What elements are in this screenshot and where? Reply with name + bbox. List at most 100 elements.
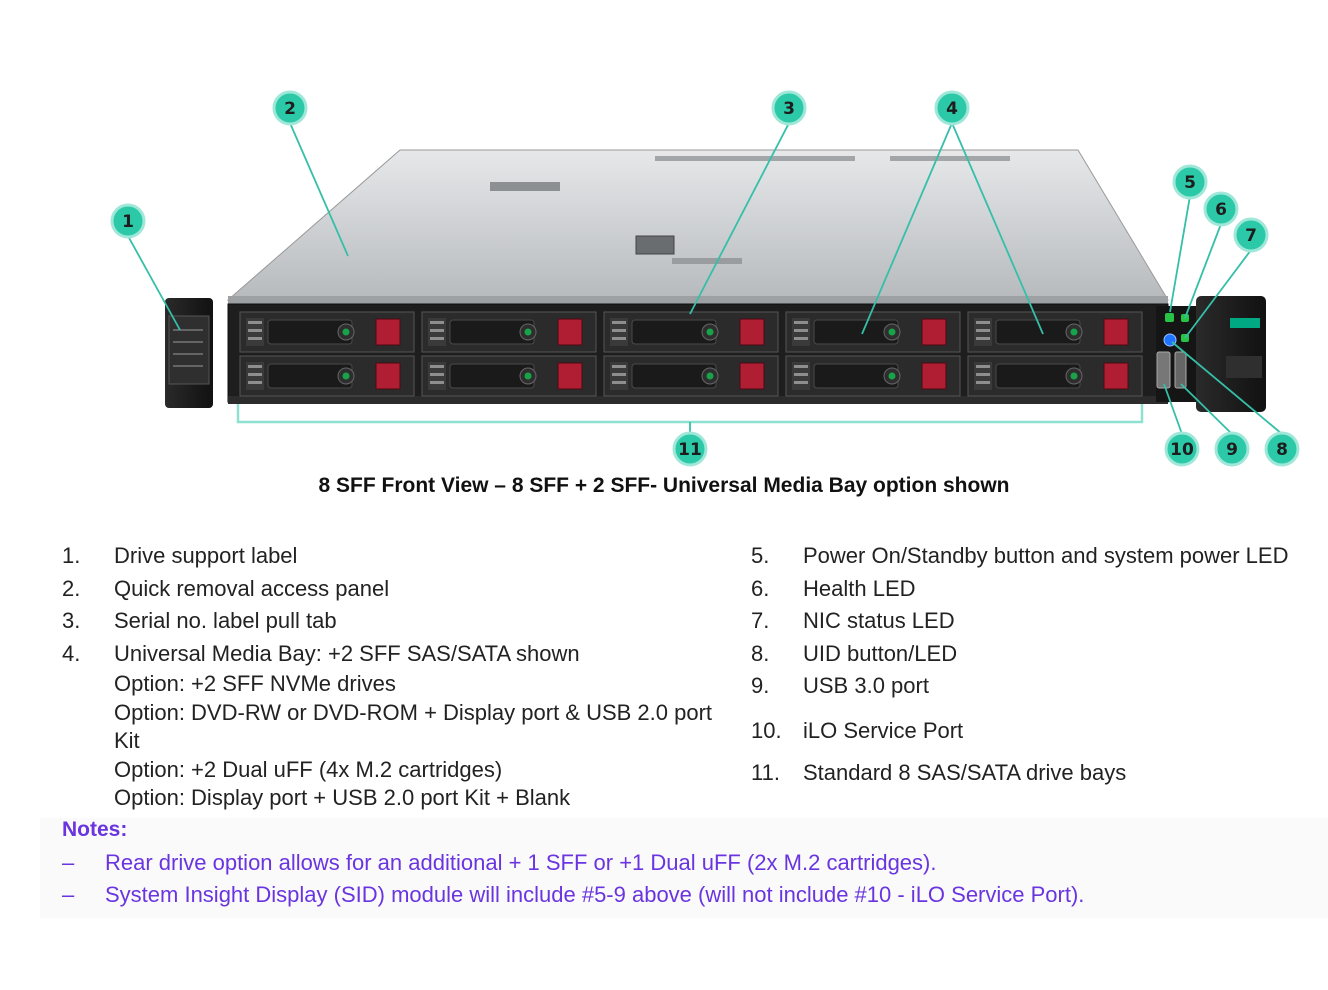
hpe-logo (1230, 318, 1260, 328)
power-button-icon (1165, 313, 1174, 322)
legend-item: 5. Power On/Standby button and system po… (751, 540, 1321, 573)
legend-text: iLO Service Port (803, 717, 964, 743)
legend-number: 10. (751, 717, 782, 743)
callout-number: 7 (1245, 226, 1257, 246)
legend-list-left: 1. Drive support label 2. Quick removal … (62, 540, 722, 813)
notes-title: Notes: (62, 818, 128, 841)
legend-option: Option: DVD-RW or DVD-ROM + Display port… (114, 699, 713, 725)
access-panel (226, 149, 1169, 301)
callout-number: 10 (1170, 440, 1194, 460)
legend-item: 10. iLO Service Port (751, 715, 1321, 748)
legend-number: 11. (751, 760, 780, 785)
drive-bay[interactable] (785, 311, 961, 353)
callout-10: 10 (1164, 431, 1200, 467)
callout-number: 8 (1276, 440, 1288, 460)
notes-section: Notes: – Rear drive option allows for an … (40, 818, 1328, 918)
callout-6: 6 (1203, 191, 1239, 227)
legend-text: USB 3.0 port (803, 673, 929, 698)
right-rack-ear (1196, 296, 1266, 412)
legend-text: Health LED (803, 575, 916, 601)
callout-number: 1 (122, 212, 134, 232)
usb-3-port[interactable] (1174, 351, 1187, 389)
note-text: Rear drive option allows for an addition… (105, 850, 937, 875)
drive-bay[interactable] (239, 311, 415, 353)
callout-11: 11 (672, 431, 708, 467)
legend-text: Serial no. label pull tab (114, 608, 337, 633)
drive-bay[interactable] (603, 311, 779, 353)
ilo-service-port[interactable] (1156, 351, 1171, 389)
legend-number: 4. (62, 640, 81, 666)
note-item: – Rear drive option allows for an additio… (62, 850, 936, 876)
legend-item: 2. Quick removal access panel (62, 573, 722, 606)
legend-item: 4. Universal Media Bay: +2 SFF SAS/SATA … (62, 638, 722, 813)
top-vent (890, 156, 1010, 161)
note-item: – System Insight Display (SID) module wil… (62, 882, 1084, 908)
legend-number: 6. (751, 575, 770, 601)
callout-9: 9 (1214, 431, 1250, 467)
drive-bay[interactable] (967, 355, 1143, 397)
drive-bay[interactable] (603, 355, 779, 397)
legend-text: Quick removal access panel (114, 575, 390, 601)
legend-number: 1. (62, 543, 81, 568)
callout-number: 5 (1184, 173, 1196, 193)
callout-number: 4 (946, 99, 958, 119)
top-vent (655, 156, 855, 161)
callout-number: 11 (678, 440, 702, 460)
callout-4: 4 (934, 90, 970, 126)
drive-bay[interactable] (239, 355, 415, 397)
legend-text: Power On/Standby button and system power… (803, 543, 1289, 568)
legend-number: 9. (751, 673, 770, 698)
callout-number: 3 (783, 99, 795, 119)
legend-number: 3. (62, 608, 81, 633)
legend-number: 8. (751, 640, 770, 666)
legend-number: 7. (751, 608, 770, 633)
callout-number: 6 (1215, 200, 1227, 220)
model-label (1226, 356, 1262, 378)
note-dash: – (62, 882, 75, 907)
legend-item: 6. Health LED (751, 573, 1321, 606)
drive-bay[interactable] (421, 355, 597, 397)
legend-text: Universal Media Bay: +2 SFF SAS/SATA sho… (114, 640, 580, 666)
legend-option: Option: +2 SFF NVMe drives (114, 671, 396, 696)
leader-lines (127, 122, 1283, 435)
callout-number: 2 (284, 99, 296, 119)
front-lip (228, 296, 1168, 306)
callout-1: 1 (110, 203, 146, 239)
legend-item: 3. Serial no. label pull tab (62, 605, 722, 638)
legend-list-right: 5. Power On/Standby button and system po… (751, 540, 1321, 790)
top-latch (635, 235, 675, 255)
drive-bays-bracket (236, 404, 1144, 424)
drive-bay[interactable] (967, 311, 1143, 353)
legend-item: 1. Drive support label (62, 540, 722, 573)
callout-8: 8 (1264, 431, 1300, 467)
legend-text: UID button/LED (803, 640, 958, 666)
callout-2: 2 (272, 90, 308, 126)
top-vent (490, 182, 560, 191)
legend-item: 11. Standard 8 SAS/SATA drive bays (751, 757, 1321, 790)
top-label (672, 258, 742, 264)
drive-bay[interactable] (421, 311, 597, 353)
callout-number: 9 (1226, 440, 1238, 460)
front-panel-bezel (228, 396, 1168, 404)
legend-number: 2. (62, 575, 81, 601)
legend-item: 7. NIC status LED (751, 605, 1321, 638)
diagram-caption: 8 SFF Front View – 8 SFF + 2 SFF- Univer… (318, 474, 1010, 497)
legend-item: 9. USB 3.0 port (751, 670, 1321, 703)
callout-7: 7 (1233, 217, 1269, 253)
note-text: System Insight Display (SID) module will… (105, 882, 1085, 907)
legend-item: 8. UID button/LED (751, 638, 1321, 671)
drive-support-label (168, 315, 210, 385)
legend-option: Kit (114, 728, 140, 753)
note-dash: – (62, 850, 75, 875)
legend-option: Option: +2 Dual uFF (4x M.2 cartridges) (114, 756, 503, 782)
legend-text: NIC status LED (803, 608, 955, 633)
legend-option: Option: Display port + USB 2.0 port Kit … (114, 785, 571, 810)
callout-5: 5 (1172, 164, 1208, 200)
drive-bay[interactable] (785, 355, 961, 397)
legend-number: 5. (751, 543, 770, 568)
legend-text: Standard 8 SAS/SATA drive bays (803, 760, 1127, 785)
callout-3: 3 (771, 90, 807, 126)
legend-text: Drive support label (114, 543, 298, 568)
drive-bays (239, 311, 1143, 397)
server-front-view-diagram: 1 2 3 4 567 8 9 10 11 (110, 90, 1300, 467)
